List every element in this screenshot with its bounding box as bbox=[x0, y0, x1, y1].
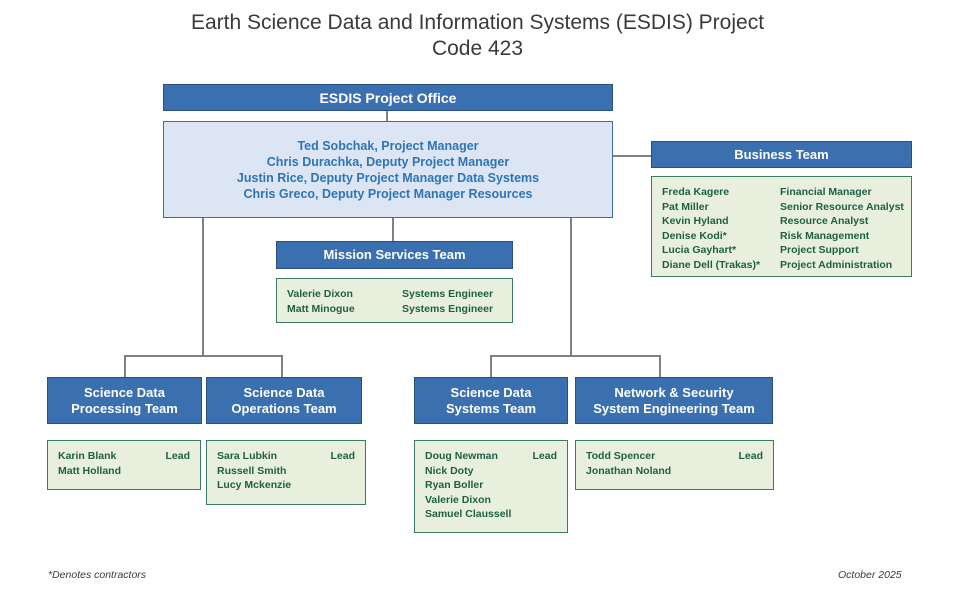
esdis-project-office-label: ESDIS Project Office bbox=[319, 89, 457, 106]
leadership-person: Ted Sobchak, Project Manager bbox=[297, 138, 479, 153]
member-role: Project Support bbox=[780, 244, 859, 256]
list-item: Nick Doty bbox=[425, 464, 557, 479]
list-item: Diane Dell (Trakas)* Project Administrat… bbox=[662, 258, 901, 273]
science-data-systems-team-header[interactable]: Science Data Systems Team bbox=[414, 377, 568, 424]
member-name: Valerie Dixon bbox=[287, 288, 353, 300]
list-item: Russell Smith bbox=[217, 464, 355, 479]
esdis-project-office-header[interactable]: ESDIS Project Office bbox=[163, 84, 613, 111]
science-data-systems-team-roster: Doug Newman Lead Nick Doty Ryan Boller V… bbox=[414, 440, 568, 533]
member-name: Russell Smith bbox=[217, 464, 287, 477]
member-name: Lucy Mckenzie bbox=[217, 479, 292, 491]
member-name: Nick Doty bbox=[425, 464, 474, 477]
member-name: Diane Dell (Trakas)* bbox=[662, 258, 761, 271]
member-name: Matt Minogue bbox=[287, 302, 355, 315]
member-name: Valerie Dixon bbox=[425, 493, 491, 506]
member-role: Financial Manager bbox=[780, 186, 872, 198]
list-item: Lucia Gayhart* Project Support bbox=[662, 243, 901, 258]
network-security-team-header[interactable]: Network & Security System Engineering Te… bbox=[575, 377, 773, 424]
member-name: Ryan Boller bbox=[425, 479, 484, 491]
member-name: Sara Lubkin bbox=[217, 450, 278, 462]
network-security-team-roster: Todd Spencer Lead Jonathan Noland bbox=[575, 440, 774, 490]
member-role: Lead bbox=[738, 450, 763, 462]
science-data-systems-team-label: Science Data Systems Team bbox=[445, 384, 537, 416]
list-item: Valerie Dixon Systems Engineer bbox=[287, 287, 502, 302]
leadership-person: Justin Rice, Deputy Project Manager Data… bbox=[236, 170, 540, 185]
business-team-roster: Freda Kagere Financial Manager Pat Mille… bbox=[651, 176, 912, 277]
science-data-processing-team-roster: Karin Blank Lead Matt Holland bbox=[47, 440, 201, 490]
connector-left-group-bar bbox=[124, 355, 283, 357]
connector-to-science-data-operations bbox=[281, 355, 283, 377]
science-data-processing-team-header[interactable]: Science Data Processing Team bbox=[47, 377, 202, 424]
member-role: Lead bbox=[165, 450, 190, 462]
title-line-2: Code 423 bbox=[431, 37, 524, 60]
leadership-person: Chris Durachka, Deputy Project Manager bbox=[266, 154, 510, 169]
member-name: Karin Blank bbox=[58, 450, 117, 462]
title-line-1: Earth Science Data and Information Syste… bbox=[190, 11, 765, 34]
list-item: Freda Kagere Financial Manager bbox=[662, 185, 901, 200]
chart-date: October 2025 bbox=[838, 569, 902, 581]
member-name: Kevin Hyland bbox=[662, 215, 729, 227]
list-item: Doug Newman Lead bbox=[425, 449, 557, 464]
member-role: Systems Engineer bbox=[402, 288, 494, 300]
page-title: Earth Science Data and Information Syste… bbox=[0, 10, 955, 62]
science-data-processing-team-label: Science Data Processing Team bbox=[71, 384, 178, 416]
connector-leadership-to-mission-services bbox=[392, 217, 394, 241]
science-data-operations-team-label: Science Data Operations Team bbox=[231, 384, 337, 416]
member-name: Pat Miller bbox=[662, 200, 709, 213]
leadership-panel: Ted Sobchak, Project Manager Chris Durac… bbox=[163, 121, 613, 218]
connector-leadership-to-business bbox=[610, 155, 652, 157]
network-security-team-label: Network & Security System Engineering Te… bbox=[593, 384, 755, 416]
connector-office-to-leadership bbox=[386, 110, 388, 122]
connector-to-science-data-processing bbox=[124, 355, 126, 377]
connector-right-group-bar bbox=[490, 355, 661, 357]
list-item: Matt Holland bbox=[58, 464, 190, 479]
science-data-operations-team-roster: Sara Lubkin Lead Russell Smith Lucy Mcke… bbox=[206, 440, 366, 505]
list-item: Denise Kodi* Risk Management bbox=[662, 229, 901, 244]
mission-services-team-header[interactable]: Mission Services Team bbox=[276, 241, 513, 269]
connector-to-network-security bbox=[659, 355, 661, 377]
member-role: Resource Analyst bbox=[780, 215, 869, 227]
mission-services-team-label: Mission Services Team bbox=[323, 247, 466, 262]
mission-services-team-roster: Valerie Dixon Systems Engineer Matt Mino… bbox=[276, 278, 513, 323]
member-name: Doug Newman bbox=[425, 450, 498, 462]
member-name: Freda Kagere bbox=[662, 186, 730, 198]
list-item: Matt Minogue Systems Engineer bbox=[287, 302, 502, 317]
list-item: Jonathan Noland bbox=[586, 464, 763, 479]
member-role: Systems Engineer bbox=[402, 302, 494, 315]
leadership-person: Chris Greco, Deputy Project Manager Reso… bbox=[243, 186, 533, 201]
list-item: Todd Spencer Lead bbox=[586, 449, 763, 464]
connector-leadership-right-drop bbox=[570, 217, 572, 357]
list-item: Kevin Hyland Resource Analyst bbox=[662, 214, 901, 229]
list-item: Karin Blank Lead bbox=[58, 449, 190, 464]
list-item: Sara Lubkin Lead bbox=[217, 449, 355, 464]
member-name: Denise Kodi* bbox=[662, 229, 727, 242]
business-team-label: Business Team bbox=[734, 146, 829, 162]
member-role: Lead bbox=[532, 450, 557, 462]
member-name: Jonathan Noland bbox=[586, 464, 672, 477]
science-data-operations-team-header[interactable]: Science Data Operations Team bbox=[206, 377, 362, 424]
contractor-note: *Denotes contractors bbox=[48, 569, 147, 581]
member-name: Todd Spencer bbox=[586, 450, 656, 462]
member-role: Risk Management bbox=[780, 229, 870, 242]
list-item: Ryan Boller bbox=[425, 478, 557, 493]
member-role: Senior Resource Analyst bbox=[780, 200, 904, 213]
list-item: Valerie Dixon bbox=[425, 493, 557, 508]
connector-leadership-left-drop bbox=[202, 217, 204, 357]
member-role: Project Administration bbox=[780, 258, 893, 271]
list-item: Lucy Mckenzie bbox=[217, 478, 355, 493]
member-role: Lead bbox=[330, 450, 355, 462]
list-item: Samuel Claussell bbox=[425, 507, 557, 522]
member-name: Lucia Gayhart* bbox=[662, 244, 737, 256]
member-name: Matt Holland bbox=[58, 464, 121, 477]
connector-to-science-data-systems bbox=[490, 355, 492, 377]
business-team-header[interactable]: Business Team bbox=[651, 141, 912, 168]
member-name: Samuel Claussell bbox=[425, 508, 512, 520]
list-item: Pat Miller Senior Resource Analyst bbox=[662, 200, 904, 215]
